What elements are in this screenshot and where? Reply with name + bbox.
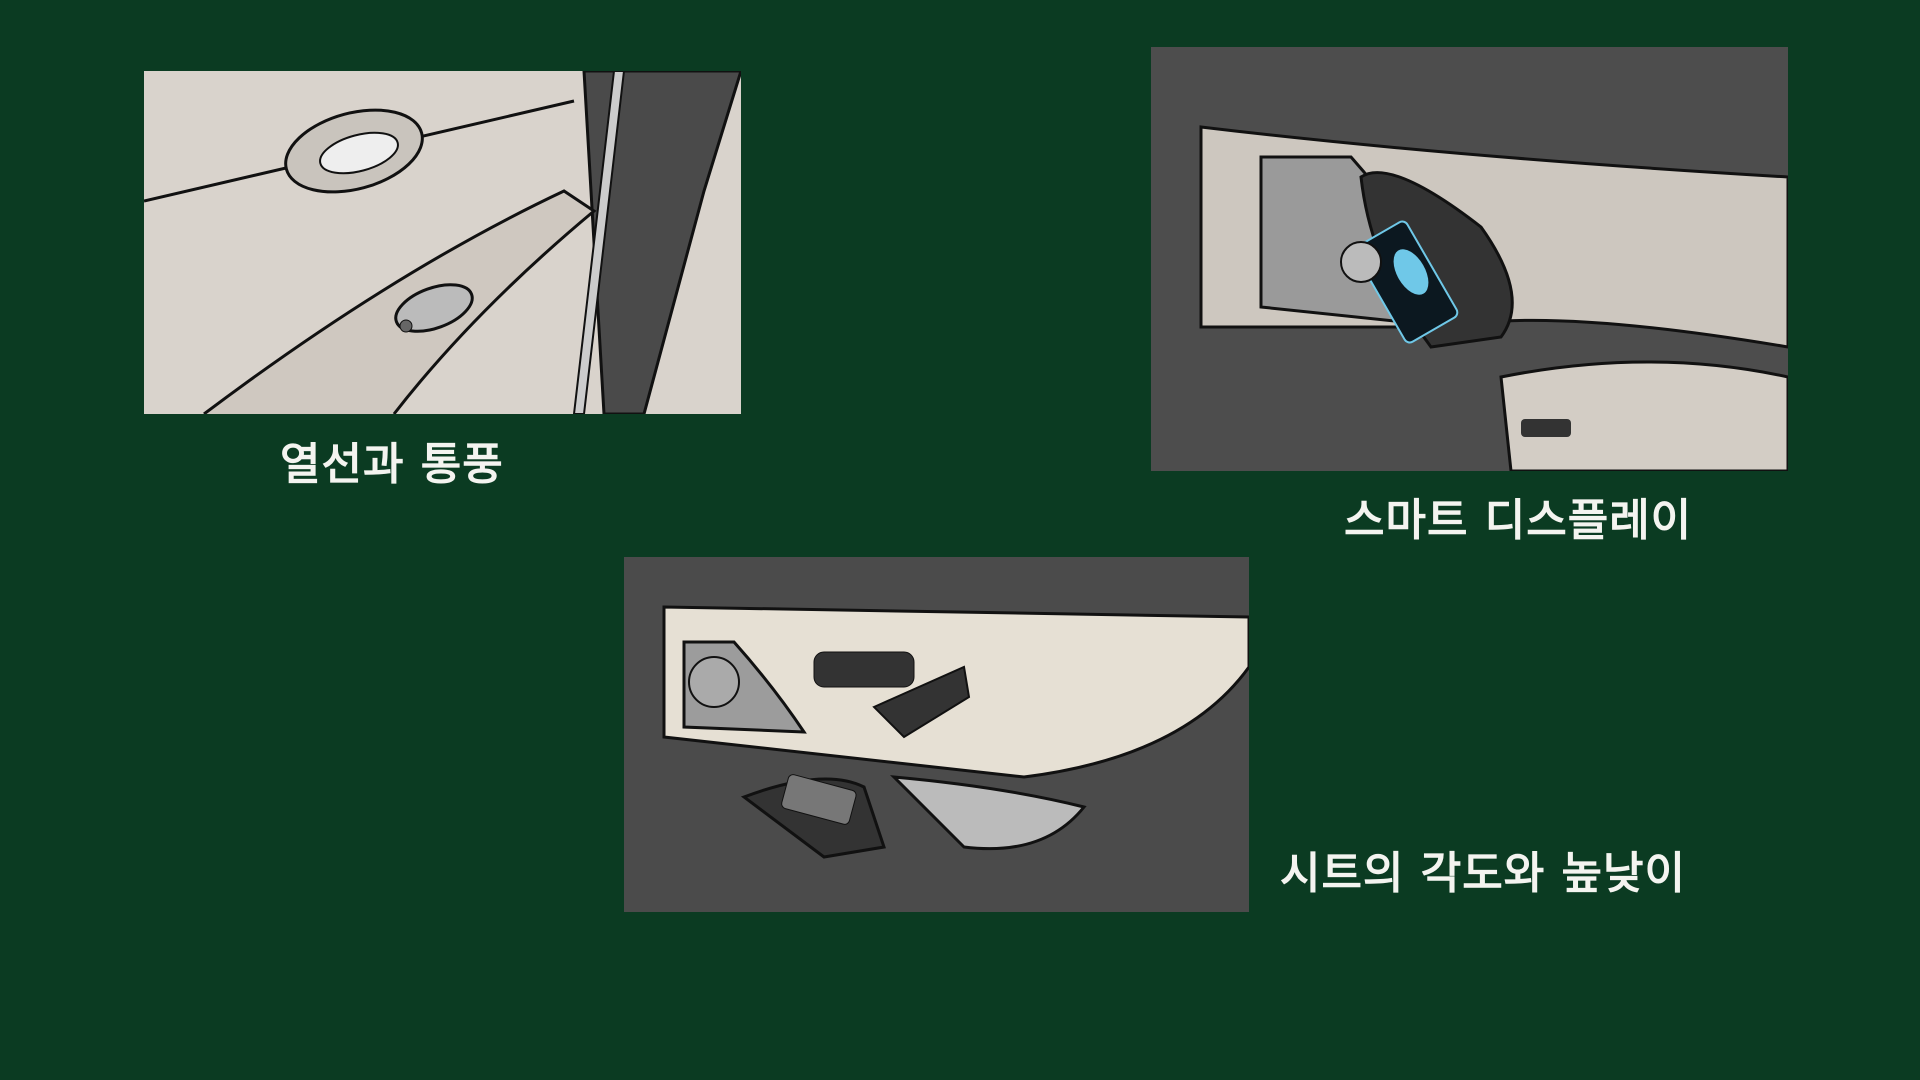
door-panel-illustration-heating [144, 71, 741, 414]
caption-smart-display: 스마트 디스플레이 [1344, 495, 1693, 546]
caption-seat-angle-height: 시트의 각도와 높낮이 [1280, 848, 1686, 899]
door-panel-illustration-display [1151, 47, 1788, 471]
caption-heating-ventilation: 열선과 통풍 [280, 439, 504, 490]
door-panel-illustration-seat-controls [624, 557, 1249, 912]
